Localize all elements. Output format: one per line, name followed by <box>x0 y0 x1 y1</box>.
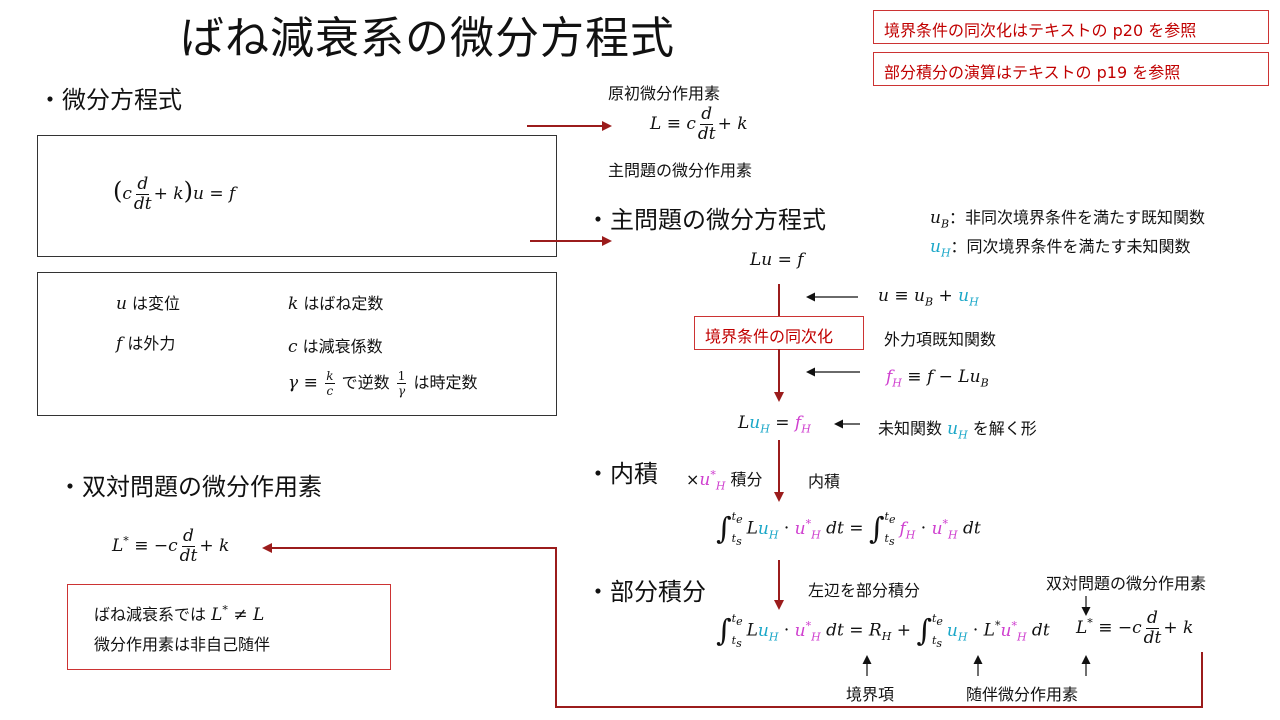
label-ext-known: 外力項既知関数 <box>884 330 997 349</box>
def-f: f は外力 <box>116 334 176 354</box>
def-c-text: は減衰係数 <box>302 337 383 356</box>
def-k-text: はばね定数 <box>303 294 384 313</box>
split-formula: u ≡ uB + uH <box>878 286 979 309</box>
ub-definition: uB：非同次境界条件を満たす既知関数 <box>930 208 1206 231</box>
unknown-pre-text: 未知関数 <box>878 419 943 438</box>
label-adjoint-op: 随伴微分作用素 <box>966 685 1079 704</box>
note-box-1: 境界条件の同次化はテキストの p20 を参照 <box>873 10 1269 44</box>
def-gamma-text: で逆数 <box>341 373 390 392</box>
def-c: c は減衰係数 <box>288 337 383 357</box>
section-inner: ・内積 <box>586 460 658 488</box>
uh-definition: uH：同次境界条件を満たす未知関数 <box>930 237 1191 260</box>
def-u-text: は変位 <box>132 294 181 313</box>
section-main-eq: ・主問題の微分方程式 <box>586 206 826 234</box>
homog-eq-formula: LuH = fH <box>738 413 811 436</box>
dual-note-line1-text: ばね減衰系では <box>94 605 207 624</box>
section-diff-eq: ・微分方程式 <box>38 86 182 114</box>
def-f-text: は外力 <box>127 334 176 353</box>
note-text-2: 部分積分の演算はテキストの p19 を参照 <box>884 63 1181 82</box>
dual-note-line2: 微分作用素は非自己随伴 <box>94 635 271 654</box>
label-main-op: 主問題の微分作用素 <box>608 161 753 180</box>
note-text-1: 境界条件の同次化はテキストの p20 を参照 <box>884 21 1197 40</box>
page-title: ばね減衰系の微分方程式 <box>180 13 675 64</box>
label-boundary-term: 境界項 <box>846 685 895 704</box>
ub-desc-text: ：非同次境界条件を満たす既知関数 <box>949 208 1206 227</box>
inner-word-label: 内積 <box>808 472 841 491</box>
homogenize-text: 境界条件の同次化 <box>705 327 834 346</box>
def-tc-text: は時定数 <box>413 373 478 392</box>
def-k: k はばね定数 <box>288 294 384 314</box>
unknown-post-text: を解く形 <box>972 419 1037 438</box>
note-box-2: 部分積分の演算はテキストの p19 を参照 <box>873 52 1269 86</box>
def-u: u は変位 <box>116 294 181 314</box>
main-eq-formula: Lu = f <box>750 250 804 270</box>
multiply-label: ×u*H 積分 <box>686 468 763 493</box>
label-dual-op-right: 双対問題の微分作用素 <box>1046 574 1207 593</box>
section-dual: ・双対問題の微分作用素 <box>58 473 322 501</box>
fh-formula: fH ≡ f − LuB <box>886 367 989 390</box>
integrate-text: 積分 <box>730 470 763 489</box>
label-lhs-parts: 左辺を部分積分 <box>808 581 921 600</box>
return-arrow-dual <box>262 543 1203 708</box>
section-parts: ・部分積分 <box>586 578 706 606</box>
dual-note-box: ばね減衰系では L* ≠ L 微分作用素は非自己随伴 <box>67 584 391 670</box>
times-text: × <box>686 470 700 489</box>
label-primitive-op: 原初微分作用素 <box>608 84 721 103</box>
dual-note-line1: ばね減衰系では L* ≠ L <box>94 603 265 625</box>
unknown-solve-label: 未知関数 uH を解く形 <box>878 419 1037 442</box>
uh-desc-text: ：同次境界条件を満たす未知関数 <box>950 237 1191 256</box>
